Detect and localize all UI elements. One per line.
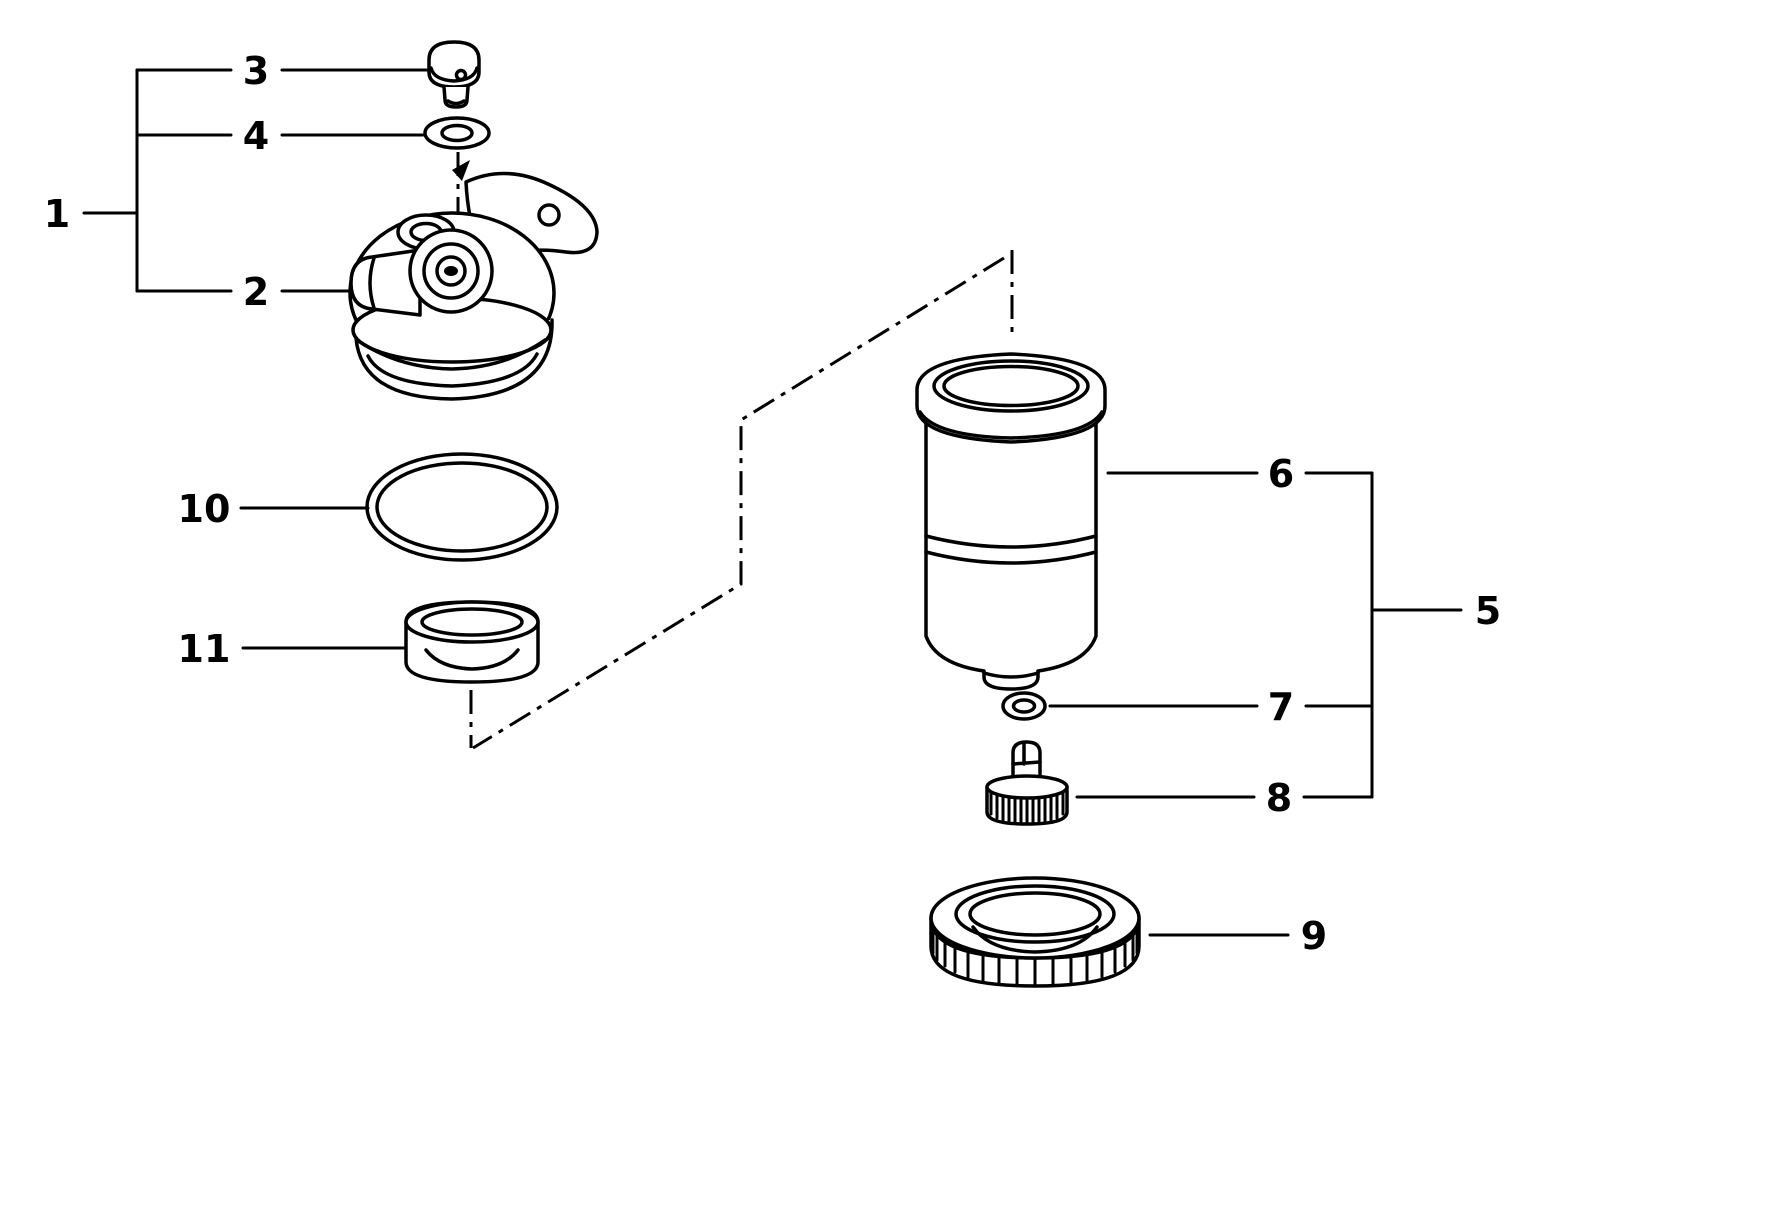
callout-3: 3	[243, 49, 269, 93]
center-bore	[444, 266, 458, 276]
callout-10: 10	[178, 487, 231, 531]
part-4-washer	[423, 116, 491, 150]
callout-6: 6	[1268, 452, 1294, 496]
center-boss-inner	[435, 255, 467, 287]
nut-knurling	[931, 923, 1139, 988]
flange-inner-rim	[366, 352, 539, 388]
valve-knob-top	[985, 774, 1069, 800]
callout-1: 1	[44, 192, 70, 236]
callout-9: 9	[1301, 914, 1327, 958]
nut-inner-bottom	[971, 925, 1099, 954]
callout-5: 5	[1475, 589, 1501, 633]
bracket-hole	[537, 203, 561, 227]
valve-stem-detail	[1011, 742, 1042, 766]
flange-mid-line	[358, 338, 547, 371]
insertion-arrow	[452, 160, 470, 181]
inlet-face-line	[368, 256, 376, 310]
inlet-port	[349, 248, 422, 317]
centerline-diagonal	[472, 256, 1005, 750]
part-8-drain-valve	[985, 740, 1069, 826]
callout-11: 11	[178, 627, 231, 671]
callout-2: 2	[243, 270, 269, 314]
bowl-band-upper	[924, 534, 1098, 549]
part-11-retainer-ring	[404, 600, 540, 684]
part-7-o-ring-small	[1001, 691, 1047, 721]
part-3-cap	[427, 40, 481, 109]
callout-labels: 1 2 3 4 5 6 7 8 9 10 11	[44, 49, 1501, 958]
part-9-ring-nut	[929, 876, 1141, 988]
bowl-opening-outer	[932, 359, 1090, 413]
bowl-band-lower	[924, 550, 1098, 565]
part-2-filter-head	[348, 171, 599, 401]
nut-opening-inner	[968, 891, 1102, 937]
valve-knurling	[989, 791, 1065, 826]
bowl-nipple-line	[982, 671, 1040, 679]
part-6-filter-bowl	[915, 352, 1107, 691]
callout-4: 4	[243, 114, 269, 158]
bowl-rim-inner-line	[918, 410, 1104, 440]
callout-8: 8	[1266, 776, 1292, 820]
center-boss-mid	[422, 242, 480, 300]
callout-7: 7	[1268, 685, 1294, 729]
part-10-o-ring	[365, 452, 559, 562]
leader-lines	[82, 68, 1463, 937]
bowl-opening-inner	[942, 364, 1080, 408]
